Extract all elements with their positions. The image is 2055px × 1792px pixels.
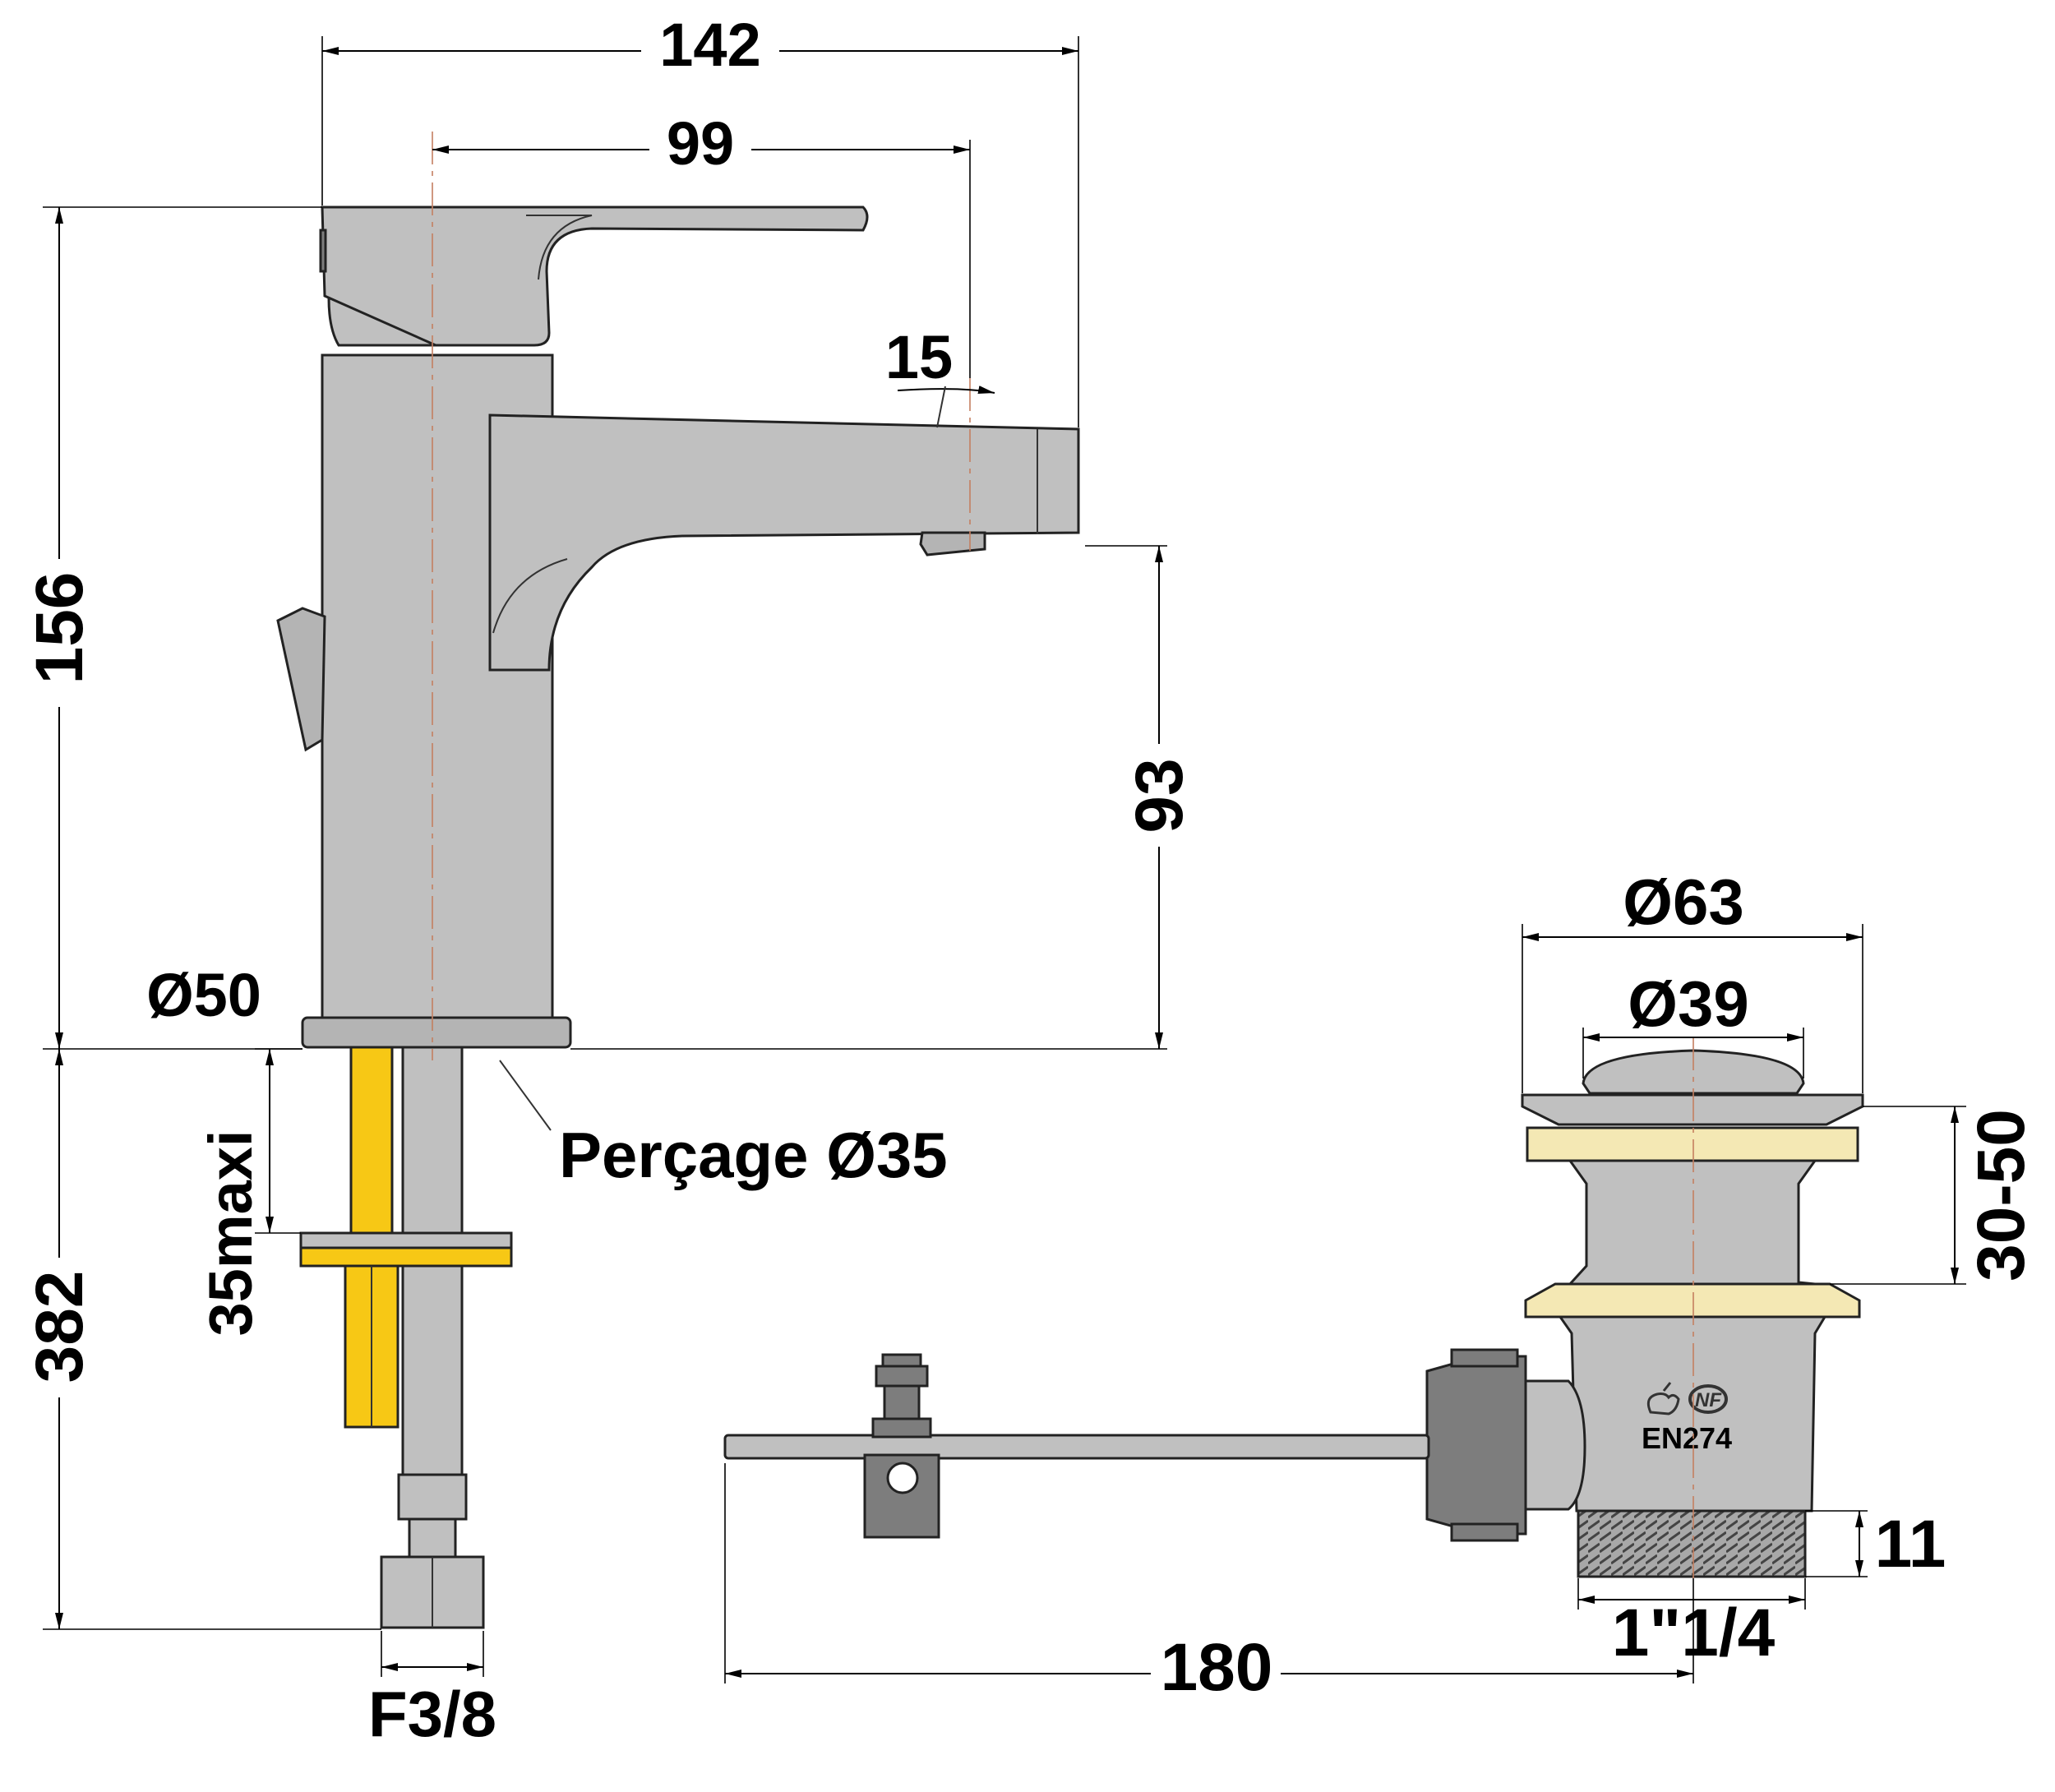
popup-knob <box>276 607 326 752</box>
faucet-aerator <box>919 531 986 557</box>
drain-plug <box>1582 1049 1805 1095</box>
dim-flange-diameter: Ø63 <box>1623 866 1743 938</box>
rod-nut <box>1425 1355 1527 1536</box>
standard-label: EN274 <box>1642 1421 1732 1455</box>
faucet-spout <box>488 413 1080 672</box>
dim-hose-connection: F3/8 <box>368 1678 496 1750</box>
upper-seal <box>1526 1126 1859 1162</box>
nf-mark-text: NF <box>1695 1389 1722 1411</box>
faucet-drawing <box>276 132 1080 1629</box>
drain-thread <box>1577 1509 1807 1578</box>
rod-clamp <box>863 1353 940 1539</box>
drain-dimensions: Ø63 Ø39 30-50 11 1"1/4 180 <box>724 866 2039 1705</box>
faucet-dimensions: 142 99 15 156 93 Ø50 Perçage Ø35 35maxi <box>22 11 1197 1750</box>
lower-seal <box>1524 1282 1861 1319</box>
dim-spout-height: 93 <box>1122 758 1197 833</box>
dim-spout-reach: 99 <box>667 109 734 178</box>
drain-flange <box>1521 1093 1864 1126</box>
hose-ferrule <box>397 1473 468 1521</box>
mounting-stud <box>349 1046 394 1235</box>
drilling-note: Perçage Ø35 <box>559 1119 948 1191</box>
drain-body <box>1567 1159 1817 1286</box>
side-outlet <box>1524 1379 1586 1511</box>
dim-spout-angle: 15 <box>885 323 953 391</box>
dim-clamping-range: 30-50 <box>1964 1109 2039 1282</box>
dim-height-total: 156 <box>22 572 97 685</box>
dim-width-total: 142 <box>659 11 760 79</box>
dim-hose-length: 382 <box>22 1271 97 1383</box>
nf-logo: NF <box>1688 1384 1728 1414</box>
apple-mark-icon <box>1646 1382 1680 1416</box>
dim-base-diameter: Ø50 <box>146 961 261 1029</box>
popup-rod <box>723 1434 1430 1460</box>
dim-deck-thickness: 35maxi <box>196 1130 265 1337</box>
dim-thread-length: 11 <box>1875 1507 1946 1582</box>
faucet-base <box>301 1016 572 1049</box>
dim-plug-diameter: Ø39 <box>1628 968 1748 1040</box>
drain-lower-body <box>1558 1315 1827 1513</box>
drain-drawing: NF EN274 <box>723 1037 1864 1578</box>
faucet-lever <box>319 206 869 347</box>
dim-rod-length: 180 <box>1161 1630 1273 1705</box>
